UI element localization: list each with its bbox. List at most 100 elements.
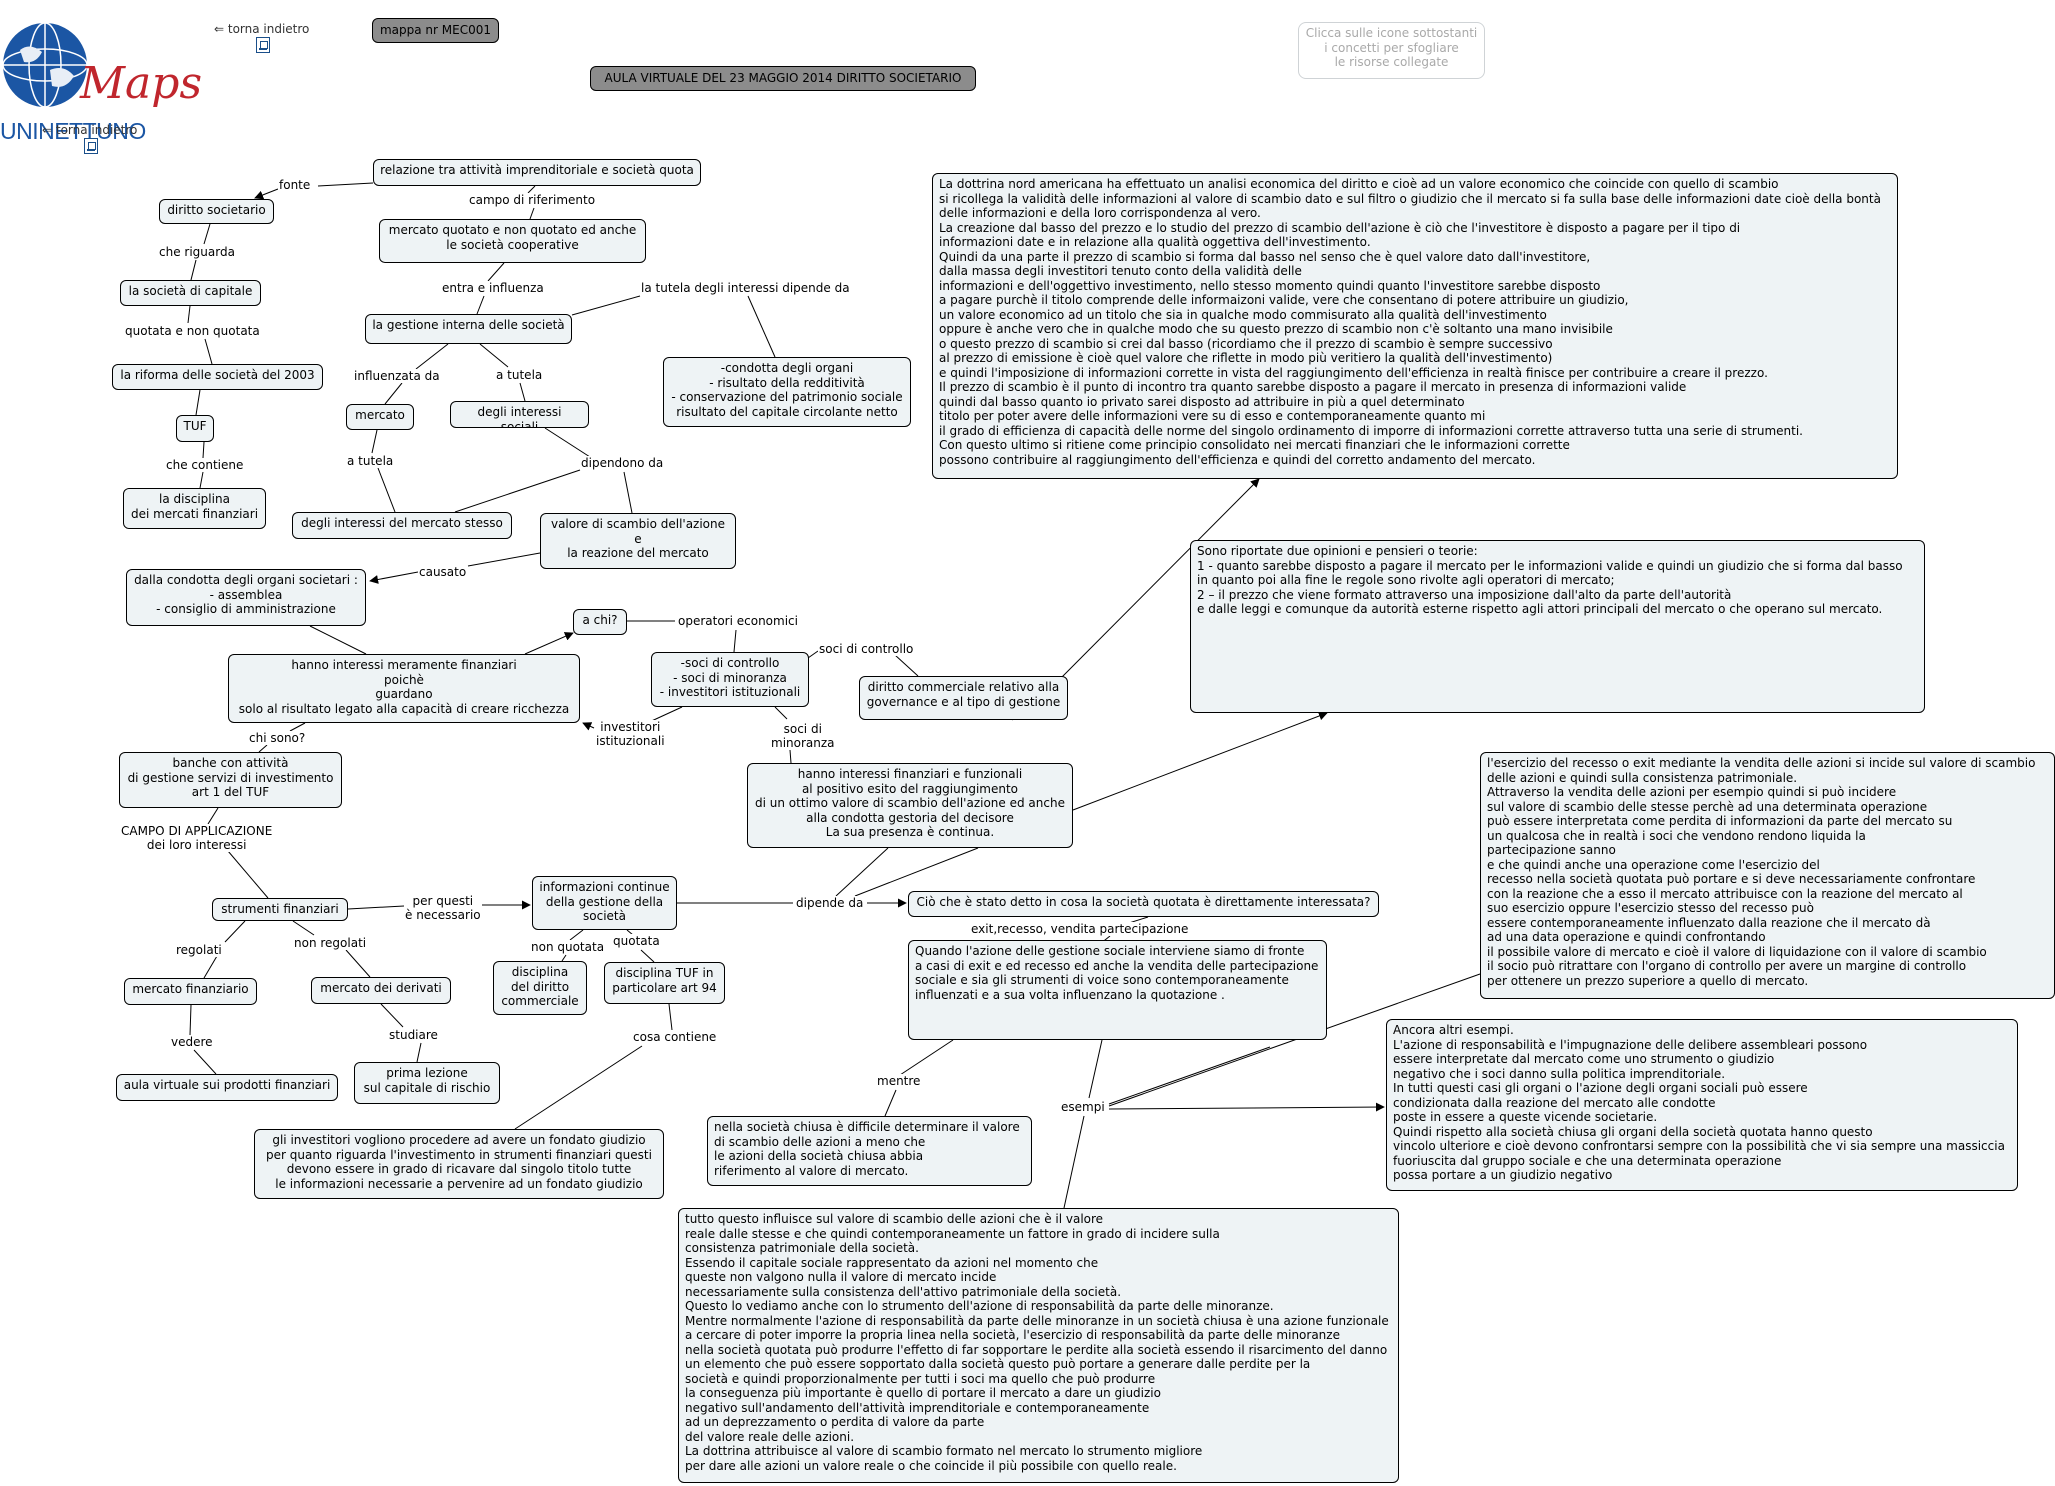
node-valore-scambio[interactable]: valore di scambio dell'azione e la reazi… xyxy=(540,513,736,569)
connector xyxy=(835,847,889,897)
link-label: chi sono? xyxy=(248,731,307,745)
brand-script: Maps xyxy=(80,58,203,109)
node-mercato[interactable]: mercato xyxy=(346,404,414,430)
globe-icon xyxy=(2,22,88,108)
brand-name: UNINETTUNO xyxy=(0,118,146,144)
connector xyxy=(207,807,219,825)
link-label: dipendono da xyxy=(580,456,665,470)
connector xyxy=(544,427,591,458)
node-tutto-questo[interactable]: tutto questo influisce sul valore di sca… xyxy=(678,1208,1399,1483)
link-label: che contiene xyxy=(165,458,245,472)
node-riforma-2003[interactable]: la riforma delle società del 2003 xyxy=(112,364,323,390)
connector xyxy=(416,1042,422,1063)
connector xyxy=(193,1049,217,1075)
connector xyxy=(733,629,737,653)
link-label: exit,recesso, vendita partecipazione xyxy=(970,922,1190,936)
node-soci[interactable]: -soci di controllo - soci di minoranza -… xyxy=(651,652,809,707)
connector xyxy=(527,185,536,194)
node-mercato-quotato[interactable]: mercato quotato e non quotato ed anche l… xyxy=(379,219,646,263)
node-disciplina-commerciale[interactable]: disciplina del diritto commerciale xyxy=(493,961,587,1015)
link-label: CAMPO DI APPLICAZIONE dei loro interessi xyxy=(120,824,274,852)
node-interessi-funzionali[interactable]: hanno interessi finanziari e funzionali … xyxy=(747,763,1073,848)
node-mercato-derivati[interactable]: mercato dei derivati xyxy=(311,977,451,1004)
node-altri-esempi[interactable]: Ancora altri esempi. L'azione di respons… xyxy=(1386,1019,2018,1191)
node-interessi-finanziari[interactable]: hanno interessi meramente finanziari poi… xyxy=(228,654,580,723)
node-societa-capitale[interactable]: la società di capitale xyxy=(120,280,261,306)
link-label: che riguarda xyxy=(158,245,236,259)
link-label: a tutela xyxy=(495,368,544,382)
node-interessi-mercato[interactable]: degli interessi del mercato stesso xyxy=(292,512,512,539)
back-link-logo[interactable]: ⇐ torna indietro xyxy=(42,123,138,137)
node-a-chi[interactable]: a chi? xyxy=(573,609,627,635)
node-condotta-organi[interactable]: -condotta degli organi - risultato della… xyxy=(663,357,911,427)
connector xyxy=(1072,711,1328,811)
connector xyxy=(854,847,979,897)
node-strumenti-finanziari[interactable]: strumenti finanziari xyxy=(212,898,348,921)
link-label: causato xyxy=(418,565,468,579)
node-investitori[interactable]: gli investitori vogliono procedere ad av… xyxy=(254,1129,664,1199)
connector xyxy=(774,706,788,720)
node-prima-lezione[interactable]: prima lezione sul capitale di rischio xyxy=(354,1062,500,1104)
connector xyxy=(789,749,792,764)
node-aula-prodotti[interactable]: aula virtuale sui prodotti finanziari xyxy=(116,1074,338,1101)
link-label: non quotata xyxy=(530,940,606,954)
node-dalla-condotta[interactable]: dalla condotta degli organi societari : … xyxy=(126,569,366,626)
connector xyxy=(519,382,526,402)
map-id-badge: mappa nr MEC001 xyxy=(372,18,499,43)
connector xyxy=(187,305,191,324)
node-gestione-interna[interactable]: la gestione interna delle società xyxy=(365,314,572,344)
connector xyxy=(292,920,315,936)
connector xyxy=(571,295,641,316)
node-societa-chiusa[interactable]: nella società chiusa è difficile determi… xyxy=(707,1116,1032,1186)
connector xyxy=(582,722,595,731)
connector xyxy=(524,632,574,655)
node-recesso[interactable]: l'esercizio del recesso o exit mediante … xyxy=(1480,752,2055,999)
resource-icon[interactable] xyxy=(256,37,270,53)
node-relazione[interactable]: relazione tra attività imprenditoriale e… xyxy=(373,159,701,186)
link-label: campo di riferimento xyxy=(468,193,597,207)
connector xyxy=(289,722,306,732)
connector xyxy=(487,262,505,282)
link-label: fonte xyxy=(278,178,312,192)
connector xyxy=(479,343,509,368)
link-label: cosa contiene xyxy=(632,1030,718,1044)
connector xyxy=(1108,1046,1271,1105)
link-label: esempi xyxy=(1060,1100,1106,1114)
link-label: influenzata da xyxy=(353,369,441,383)
node-tuf[interactable]: TUF xyxy=(176,415,214,442)
node-opinioni[interactable]: Sono riportate due opinioni e pensieri o… xyxy=(1190,540,1925,713)
node-mercato-finanziario[interactable]: mercato finanziario xyxy=(124,978,257,1005)
node-cio-che[interactable]: Ciò che è stato detto in cosa la società… xyxy=(908,891,1379,917)
connector xyxy=(529,207,535,220)
node-informazioni-continue[interactable]: informazioni continue della gestione del… xyxy=(532,876,677,930)
node-banche[interactable]: banche con attività di gestione servizi … xyxy=(119,752,342,808)
node-dottrina[interactable]: La dottrina nord americana ha effettuato… xyxy=(932,173,1898,479)
connector xyxy=(623,471,633,514)
node-diritto-societario[interactable]: diritto societario xyxy=(159,199,274,224)
back-link-top[interactable]: ⇐ torna indietro xyxy=(214,22,310,36)
connector xyxy=(1088,1039,1103,1099)
link-label: per questi è necessario xyxy=(404,894,482,922)
node-disciplina-tuf[interactable]: disciplina TUF in particolare art 94 xyxy=(604,962,725,1004)
link-label: entra e influenza xyxy=(441,281,545,295)
node-quando[interactable]: Quando l'azione delle gestione sociale i… xyxy=(908,940,1327,1040)
link-label: vedere xyxy=(170,1035,214,1049)
link-label: investitori istituzionali xyxy=(595,720,666,748)
connector xyxy=(894,654,919,677)
node-diritto-commerciale[interactable]: diritto commerciale relativo alla govern… xyxy=(859,676,1068,720)
link-label: la tutela degli interessi dipende da xyxy=(640,281,851,295)
node-disciplina-mercati[interactable]: la disciplina dei mercati finanziari xyxy=(123,488,266,529)
connector xyxy=(569,929,584,941)
connector xyxy=(384,382,403,405)
connector xyxy=(476,295,485,315)
link-label: regolati xyxy=(175,943,223,957)
connector xyxy=(224,920,246,943)
connector xyxy=(204,338,213,365)
node-interessi-sociali[interactable]: degli interessi sociali xyxy=(450,401,589,428)
connector xyxy=(899,1039,954,1076)
link-label: studiare xyxy=(388,1028,439,1042)
resource-icon[interactable] xyxy=(84,138,98,154)
link-label: mentre xyxy=(876,1074,922,1088)
